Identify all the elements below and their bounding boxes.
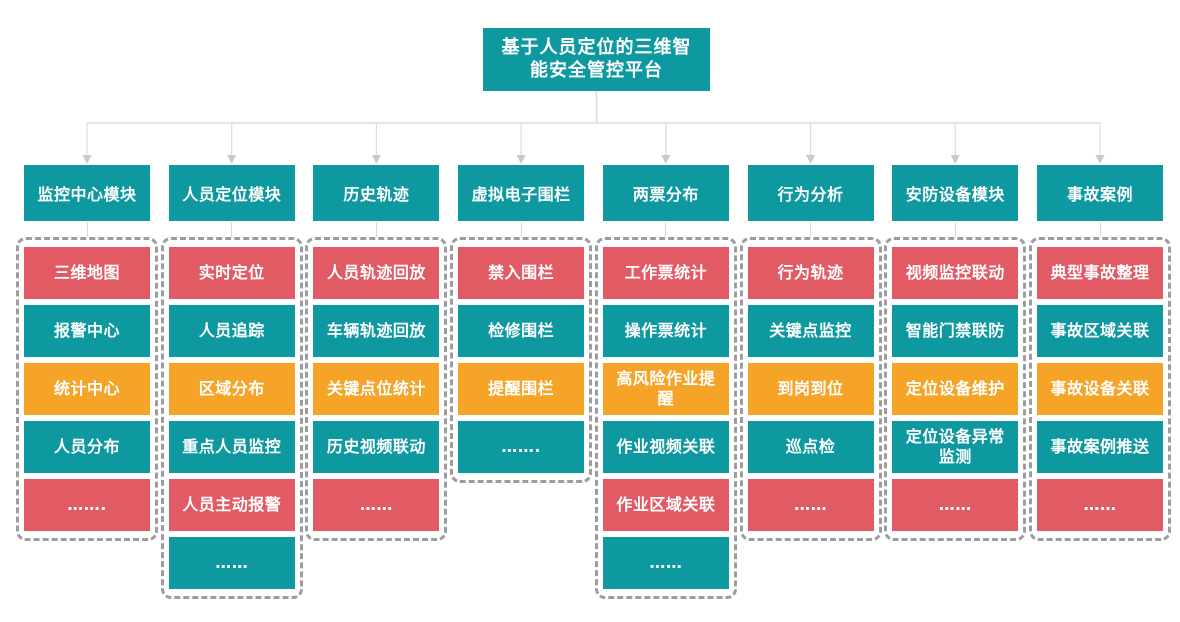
node-box: …… <box>1037 479 1163 531</box>
node-box: 提醒围栏 <box>458 363 585 415</box>
module-group-container: 三维地图报警中心统计中心人员分布 ……. <box>16 237 158 541</box>
module-header: 人员定位模块 <box>168 165 295 221</box>
connector-stub <box>86 222 88 237</box>
node-box: ……. <box>24 479 150 531</box>
module-header: 历史轨迹 <box>313 165 440 221</box>
module-header: 安防设备模块 <box>892 165 1019 221</box>
node-box: …… <box>602 537 729 589</box>
node-box: 事故案例推送 <box>1037 421 1163 473</box>
module-group-container: 工作票统计操作票统计高风险作业提醒作业视频关联作业区域关联 …… <box>594 237 737 599</box>
node-box: 车辆轨迹回放 <box>313 305 440 357</box>
root-node: 基于人员定位的三维智能安全管控平台 <box>483 28 710 91</box>
node-box: ……. <box>458 421 585 473</box>
node-box: 禁入围栏 <box>458 247 585 299</box>
node-box: 典型事故整理 <box>1037 247 1163 299</box>
node-box: 事故设备关联 <box>1037 363 1163 415</box>
module-header: 行为分析 <box>747 165 874 221</box>
node-box: 定位设备异常监测 <box>892 421 1019 473</box>
connector-stub <box>1099 222 1101 237</box>
node-box: …… <box>313 479 440 531</box>
connector-stub <box>520 222 522 237</box>
module-group-container: 实时定位人员追踪区域分布重点人员监控人员主动报警 …… <box>160 237 303 599</box>
node-box: 实时定位 <box>168 247 295 299</box>
connector-stub <box>954 222 956 237</box>
node-box: 重点人员监控 <box>168 421 295 473</box>
node-box: 统计中心 <box>24 363 150 415</box>
connector-stub <box>810 222 812 237</box>
module-group-container: 典型事故整理事故区域关联事故设备关联事故案例推送 …… <box>1029 237 1171 541</box>
module-group-container: 视频监控联动智能门禁联防定位设备维护定位设备异常监测 …… <box>884 237 1027 541</box>
node-box: 视频监控联动 <box>892 247 1019 299</box>
node-box: 工作票统计 <box>602 247 729 299</box>
module-header: 事故案例 <box>1037 165 1163 221</box>
node-box: 人员分布 <box>24 421 150 473</box>
node-box: 事故区域关联 <box>1037 305 1163 357</box>
node-box: 报警中心 <box>24 305 150 357</box>
node-box: …… <box>747 479 874 531</box>
node-box: 历史视频联动 <box>313 421 440 473</box>
node-box: 行为轨迹 <box>747 247 874 299</box>
node-box: 智能门禁联防 <box>892 305 1019 357</box>
connector-stub <box>375 222 377 237</box>
node-box: 到岗到位 <box>747 363 874 415</box>
module-group-container: 禁入围栏检修围栏提醒围栏 ……. <box>450 237 593 483</box>
node-box: 关键点监控 <box>747 305 874 357</box>
node-box: 作业区域关联 <box>602 479 729 531</box>
module-header: 两票分布 <box>602 165 729 221</box>
node-box: 操作票统计 <box>602 305 729 357</box>
module-group-container: 行为轨迹关键点监控到岗到位巡点检 …… <box>739 237 882 541</box>
node-box: 人员主动报警 <box>168 479 295 531</box>
node-box: 人员追踪 <box>168 305 295 357</box>
node-box: …… <box>168 537 295 589</box>
node-box: 区域分布 <box>168 363 295 415</box>
connector-stub <box>231 222 233 237</box>
node-box: 巡点检 <box>747 421 874 473</box>
node-box: …… <box>892 479 1019 531</box>
module-header: 虚拟电子围栏 <box>458 165 585 221</box>
node-box: 人员轨迹回放 <box>313 247 440 299</box>
node-box: 检修围栏 <box>458 305 585 357</box>
node-box: 关键点位统计 <box>313 363 440 415</box>
node-box: 定位设备维护 <box>892 363 1019 415</box>
node-box: 三维地图 <box>24 247 150 299</box>
node-box: 作业视频关联 <box>602 421 729 473</box>
module-group-container: 人员轨迹回放车辆轨迹回放关键点位统计历史视频联动 …… <box>305 237 448 541</box>
module-header: 监控中心模块 <box>24 165 150 221</box>
node-box: 高风险作业提醒 <box>602 363 729 415</box>
connector-stub <box>665 222 667 237</box>
